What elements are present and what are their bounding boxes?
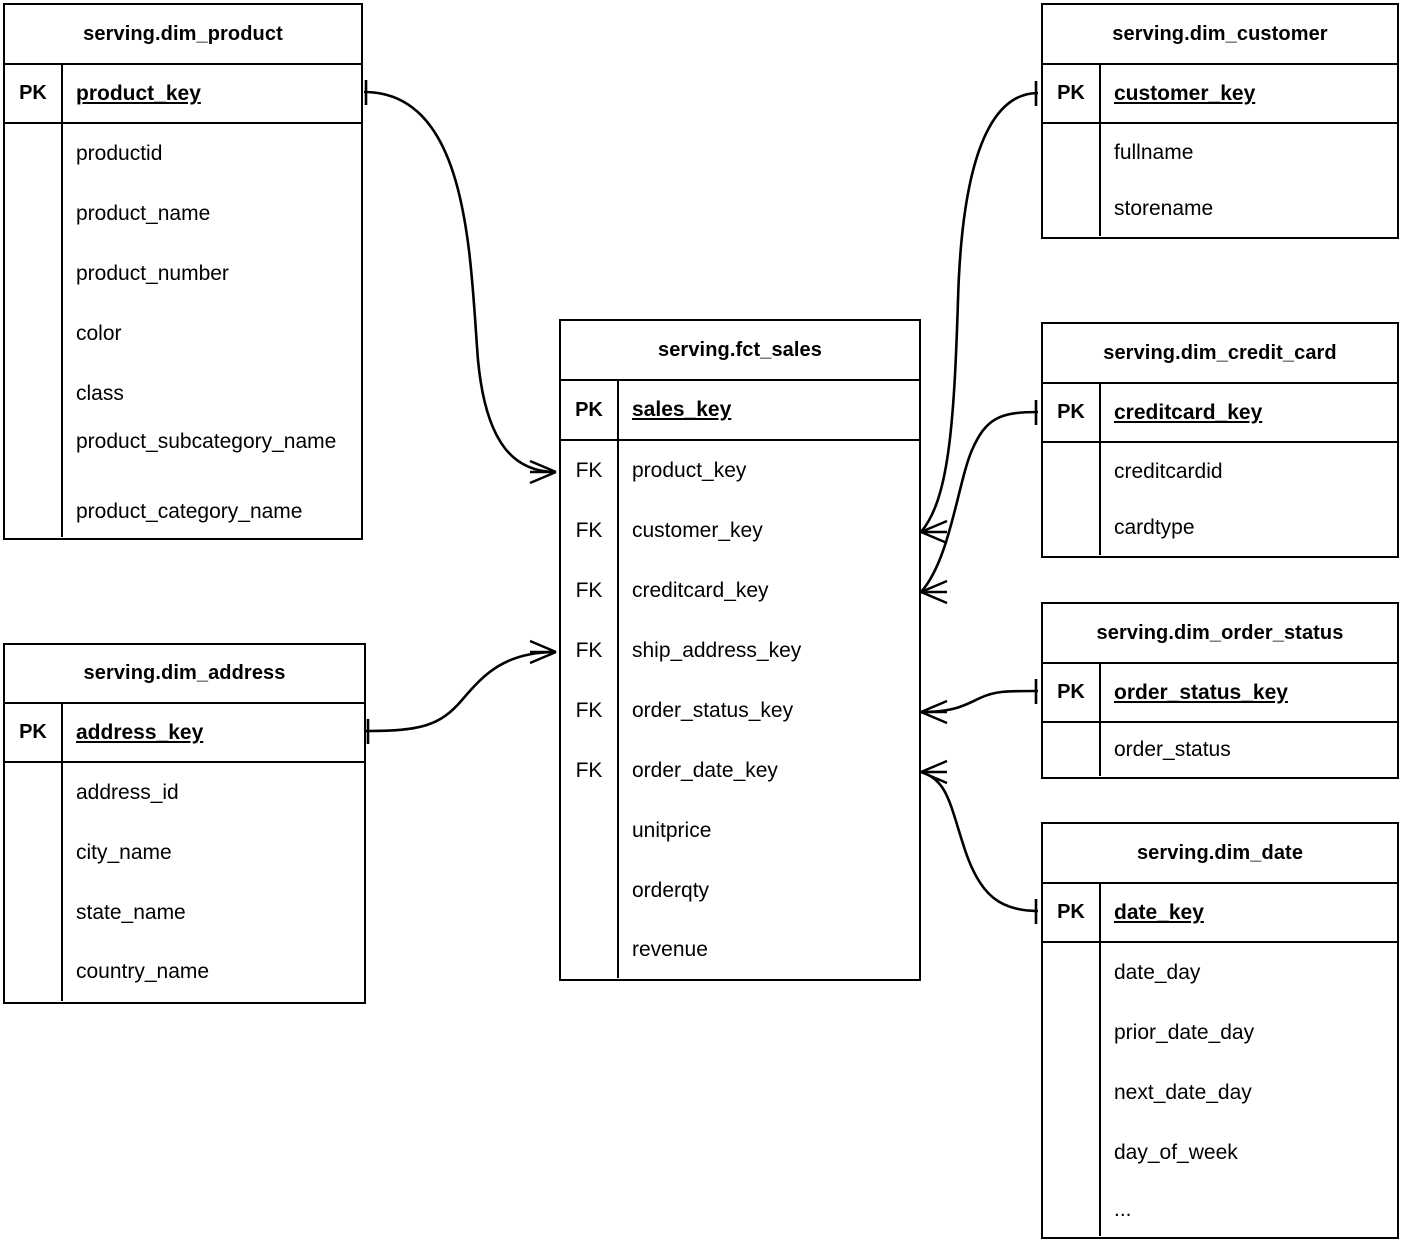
table-row[interactable]: color bbox=[76, 322, 122, 346]
key-label-fk: FK bbox=[575, 759, 603, 782]
table-row[interactable]: orderqty bbox=[632, 879, 710, 903]
key-label-pk: PK bbox=[1043, 65, 1101, 122]
relationship-product bbox=[363, 80, 557, 485]
field-sales-key: sales_key bbox=[632, 398, 732, 422]
table-row[interactable]: fullname bbox=[1114, 141, 1194, 165]
table-row[interactable]: cardtype bbox=[1114, 516, 1195, 540]
table-row-pk-dim-order-status[interactable]: PK order_status_key bbox=[1043, 664, 1397, 723]
table-row[interactable]: day_of_week bbox=[1114, 1141, 1238, 1165]
field-customer-key: customer_key bbox=[1114, 81, 1256, 105]
field-order-status-key: order_status_key bbox=[1114, 680, 1288, 704]
key-column-blank bbox=[1043, 723, 1101, 776]
entity-title-dim-product: serving.dim_product bbox=[5, 5, 361, 65]
key-label-fk: FK bbox=[575, 699, 603, 722]
key-column-blank bbox=[1043, 943, 1101, 1236]
table-row[interactable]: ship_address_key bbox=[632, 639, 802, 663]
entity-dim-customer[interactable]: serving.dim_customer PK customer_key ful… bbox=[1041, 3, 1399, 239]
relationship-order-status bbox=[920, 679, 1039, 725]
table-row[interactable]: order_status bbox=[1114, 737, 1231, 761]
key-column-blank bbox=[1043, 124, 1101, 236]
key-label-fk: FK bbox=[575, 579, 603, 602]
relationship-customer bbox=[920, 81, 1039, 545]
table-row[interactable]: product_key bbox=[632, 459, 747, 483]
table-row-pk-dim-customer[interactable]: PK customer_key bbox=[1043, 65, 1397, 124]
table-row-pk-dim-address[interactable]: PK address_key bbox=[5, 704, 364, 763]
relationship-address bbox=[365, 639, 557, 744]
table-row-pk-dim-product[interactable]: PK product_key bbox=[5, 65, 361, 124]
entity-dim-product[interactable]: serving.dim_product PK product_key produ… bbox=[3, 3, 363, 540]
key-label-pk: PK bbox=[1043, 884, 1101, 941]
key-label-pk: PK bbox=[5, 65, 63, 122]
table-row[interactable]: customer_key bbox=[632, 519, 763, 543]
key-label-fk: FK bbox=[575, 639, 603, 662]
table-row[interactable]: creditcard_key bbox=[632, 579, 769, 603]
key-column-blank bbox=[1043, 443, 1101, 555]
table-row[interactable]: productid bbox=[76, 142, 163, 166]
entity-dim-address[interactable]: serving.dim_address PK address_key addre… bbox=[3, 643, 366, 1004]
table-row-pk-dim-credit-card[interactable]: PK creditcard_key bbox=[1043, 384, 1397, 443]
entity-fct-sales[interactable]: serving.fct_sales PK sales_key FK FK FK … bbox=[559, 319, 921, 981]
field-product-key: product_key bbox=[76, 81, 201, 105]
field-date-key: date_key bbox=[1114, 900, 1204, 924]
table-row-pk-dim-date[interactable]: PK date_key bbox=[1043, 884, 1397, 943]
entity-title-dim-order-status: serving.dim_order_status bbox=[1043, 604, 1397, 664]
field-address-key: address_key bbox=[76, 720, 204, 744]
table-row[interactable]: ... bbox=[1114, 1197, 1132, 1221]
table-row[interactable]: product_subcategory_name bbox=[76, 430, 337, 453]
key-label-pk: PK bbox=[5, 704, 63, 761]
entity-title-dim-credit-card: serving.dim_credit_card bbox=[1043, 324, 1397, 384]
table-row[interactable]: revenue bbox=[632, 937, 708, 961]
field-list-dim-order-status: order_status bbox=[1043, 723, 1397, 776]
entity-dim-date[interactable]: serving.dim_date PK date_key date_day pr… bbox=[1041, 822, 1399, 1239]
table-row[interactable]: state_name bbox=[76, 901, 186, 925]
key-label-blank bbox=[561, 861, 617, 921]
table-row-pk-fct-sales[interactable]: PK sales_key bbox=[561, 381, 919, 441]
key-label-blank bbox=[561, 801, 617, 861]
table-row[interactable]: prior_date_day bbox=[1114, 1021, 1255, 1045]
table-row[interactable]: class bbox=[76, 382, 124, 406]
field-list-fct-sales: FK FK FK FK FK FK product_key customer_k… bbox=[561, 441, 919, 978]
key-label-pk: PK bbox=[1043, 384, 1101, 441]
field-list-dim-credit-card: creditcardid cardtype bbox=[1043, 443, 1397, 555]
table-row[interactable]: city_name bbox=[76, 841, 172, 865]
field-list-dim-address: address_id city_name state_name country_… bbox=[5, 763, 364, 1001]
table-row[interactable]: product_category_name bbox=[76, 499, 303, 523]
relationship-date bbox=[920, 759, 1039, 924]
table-row[interactable]: next_date_day bbox=[1114, 1081, 1252, 1105]
key-column-blank bbox=[5, 763, 63, 1001]
table-row[interactable]: order_date_key bbox=[632, 759, 778, 783]
key-column-fk: FK FK FK FK FK FK bbox=[561, 441, 619, 978]
key-label-fk: FK bbox=[575, 519, 603, 542]
table-row[interactable]: creditcardid bbox=[1114, 460, 1223, 484]
entity-title-fct-sales: serving.fct_sales bbox=[561, 321, 919, 381]
table-row[interactable]: order_status_key bbox=[632, 699, 794, 723]
entity-title-dim-customer: serving.dim_customer bbox=[1043, 5, 1397, 65]
relationship-credit-card bbox=[920, 400, 1039, 605]
key-label-fk: FK bbox=[575, 459, 603, 482]
entity-title-dim-date: serving.dim_date bbox=[1043, 824, 1397, 884]
entity-title-dim-address: serving.dim_address bbox=[5, 645, 364, 704]
field-creditcard-key: creditcard_key bbox=[1114, 400, 1263, 424]
key-label-blank bbox=[561, 921, 617, 978]
table-row[interactable]: product_name bbox=[76, 202, 211, 226]
field-list-dim-customer: fullname storename bbox=[1043, 124, 1397, 236]
table-row[interactable]: storename bbox=[1114, 197, 1214, 221]
key-column-blank bbox=[5, 124, 63, 537]
table-row[interactable]: address_id bbox=[76, 781, 179, 805]
table-row[interactable]: product_number bbox=[76, 262, 229, 286]
entity-dim-order-status[interactable]: serving.dim_order_status PK order_status… bbox=[1041, 602, 1399, 779]
table-row[interactable]: country_name bbox=[76, 960, 210, 984]
field-list-dim-product: productid product_name product_number co… bbox=[5, 124, 361, 537]
entity-dim-credit-card[interactable]: serving.dim_credit_card PK creditcard_ke… bbox=[1041, 322, 1399, 558]
table-row[interactable]: unitprice bbox=[632, 819, 712, 843]
field-list-dim-date: date_day prior_date_day next_date_day da… bbox=[1043, 943, 1397, 1236]
key-label-pk: PK bbox=[561, 381, 619, 439]
table-row[interactable]: date_day bbox=[1114, 961, 1201, 985]
key-label-pk: PK bbox=[1043, 664, 1101, 721]
